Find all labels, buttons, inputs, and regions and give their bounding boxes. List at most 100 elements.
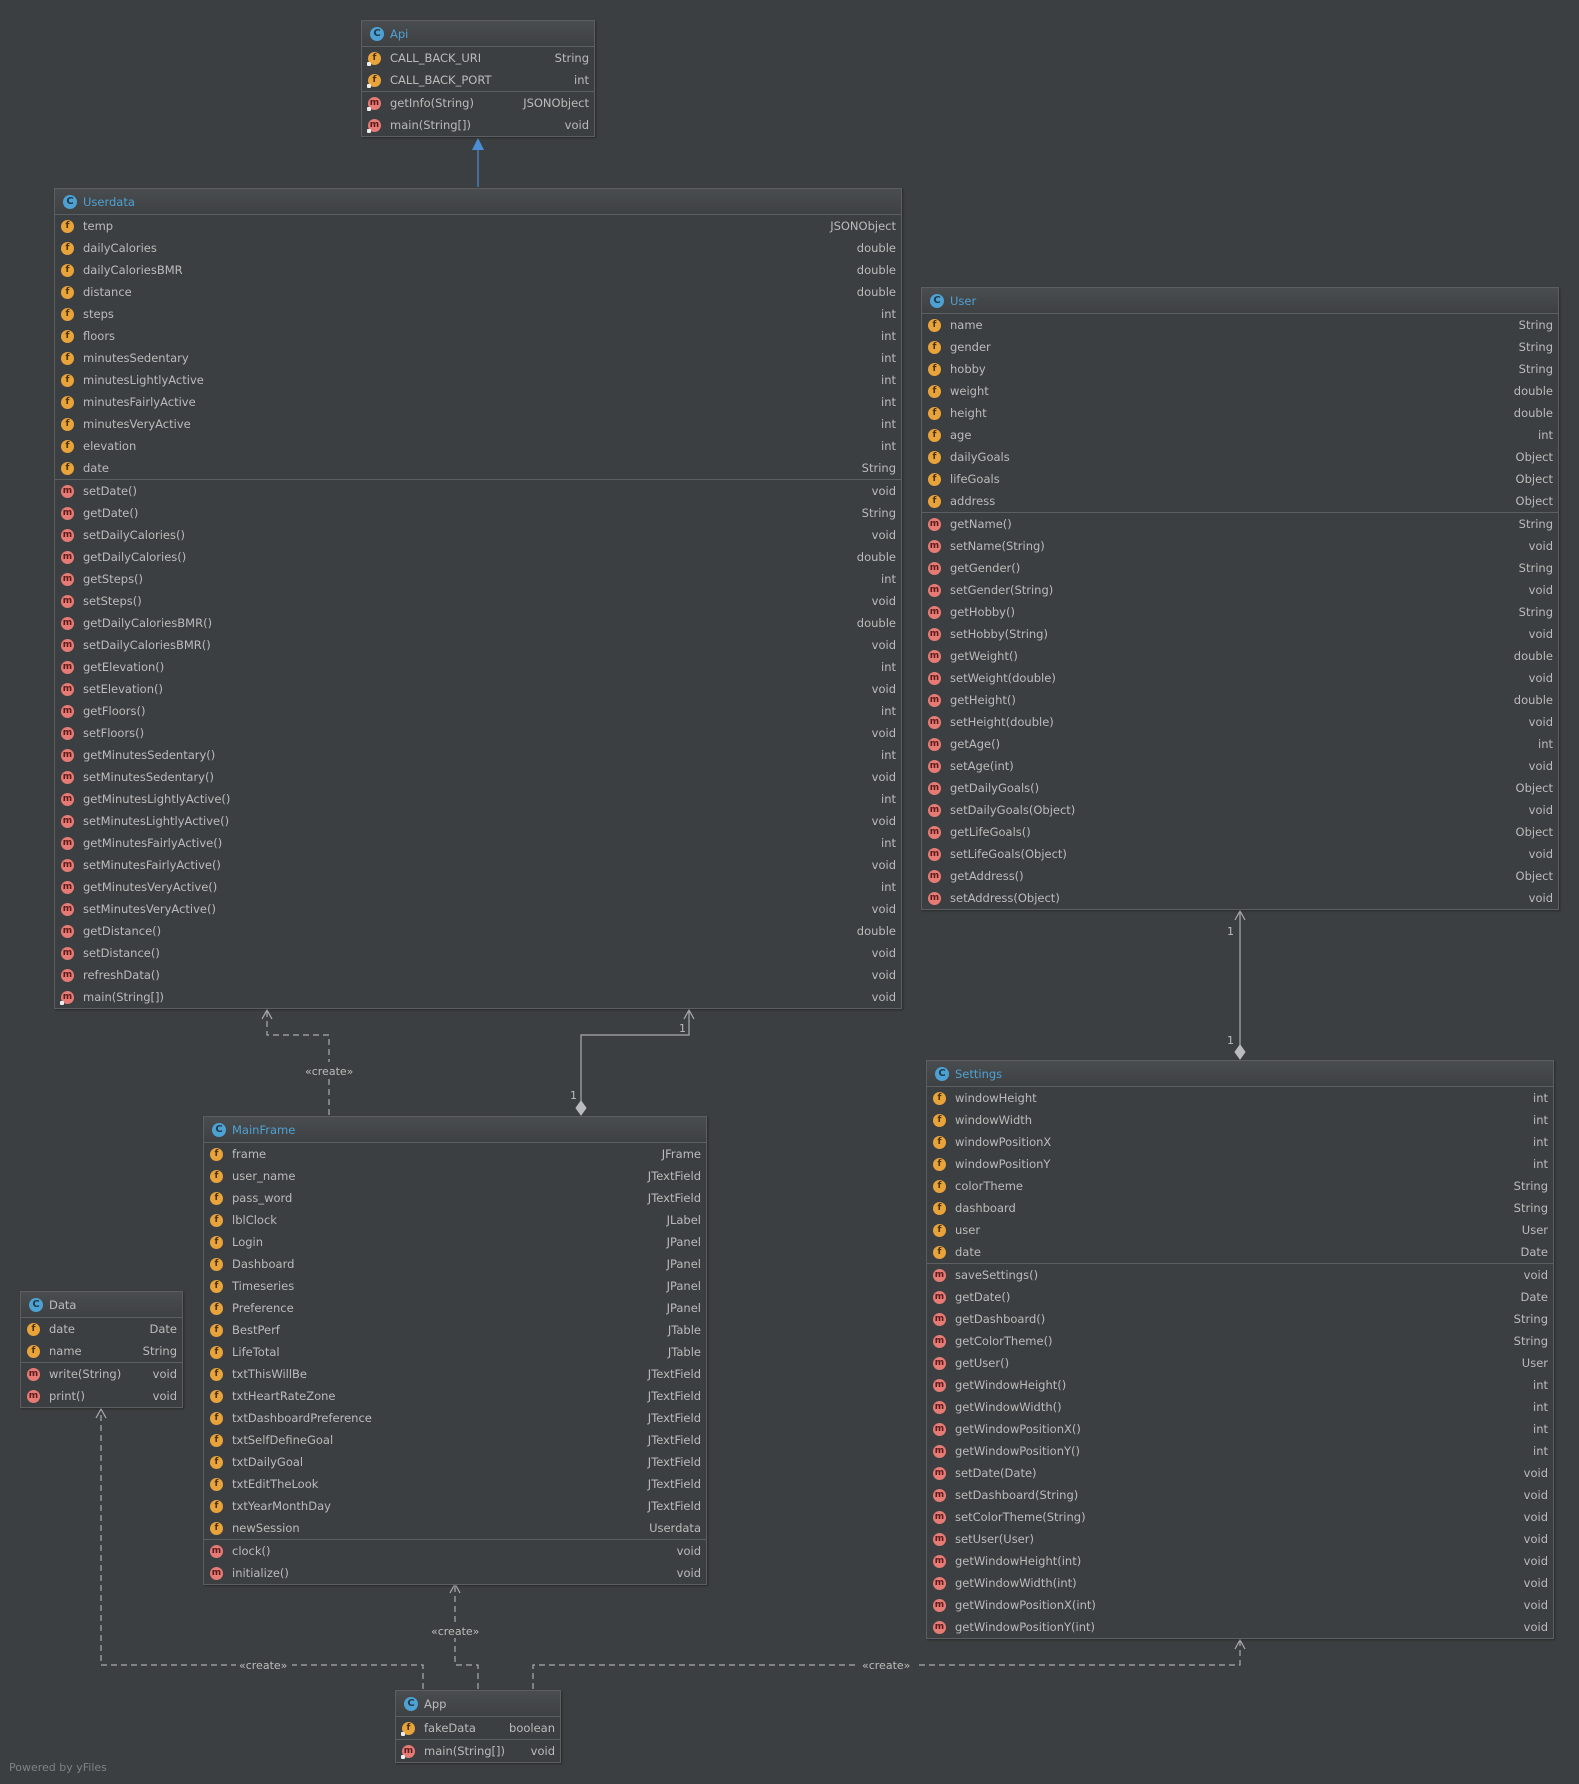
method-row[interactable]: msetDate(Date)void bbox=[927, 1462, 1553, 1484]
method-row[interactable]: mgetLifeGoals()Object bbox=[922, 821, 1558, 843]
method-row[interactable]: mgetHobby()String bbox=[922, 601, 1558, 623]
field-row[interactable]: fdateString bbox=[55, 457, 901, 479]
method-row[interactable]: mgetWindowPositionX()int bbox=[927, 1418, 1553, 1440]
field-row[interactable]: fwindowPositionYint bbox=[927, 1153, 1553, 1175]
method-row[interactable]: mgetWindowHeight(int)void bbox=[927, 1550, 1553, 1572]
method-row[interactable]: msetDailyCalories()void bbox=[55, 524, 901, 546]
method-row[interactable]: msetMinutesLightlyActive()void bbox=[55, 810, 901, 832]
field-row[interactable]: fBestPerfJTable bbox=[204, 1319, 706, 1341]
field-row[interactable]: fdailyGoalsObject bbox=[922, 446, 1558, 468]
field-row[interactable]: ftxtDailyGoalJTextField bbox=[204, 1451, 706, 1473]
method-row[interactable]: msetWeight(double)void bbox=[922, 667, 1558, 689]
method-row[interactable]: msetMinutesVeryActive()void bbox=[55, 898, 901, 920]
method-row[interactable]: mgetElevation()int bbox=[55, 656, 901, 678]
field-row[interactable]: ffloorsint bbox=[55, 325, 901, 347]
field-row[interactable]: ftxtSelfDefineGoalJTextField bbox=[204, 1429, 706, 1451]
method-row[interactable]: mgetWeight()double bbox=[922, 645, 1558, 667]
field-row[interactable]: fstepsint bbox=[55, 303, 901, 325]
method-row[interactable]: mgetDistance()double bbox=[55, 920, 901, 942]
method-row[interactable]: mwrite(String)void bbox=[21, 1363, 182, 1385]
class-app[interactable]: CAppffakeDatabooleanmmain(String[])void bbox=[395, 1690, 561, 1763]
method-row[interactable]: msetDashboard(String)void bbox=[927, 1484, 1553, 1506]
field-row[interactable]: flifeGoalsObject bbox=[922, 468, 1558, 490]
field-row[interactable]: fheightdouble bbox=[922, 402, 1558, 424]
method-row[interactable]: msetLifeGoals(Object)void bbox=[922, 843, 1558, 865]
field-row[interactable]: ftxtDashboardPreferenceJTextField bbox=[204, 1407, 706, 1429]
class-data[interactable]: CDatafdateDatefnameStringmwrite(String)v… bbox=[20, 1291, 183, 1408]
class-header[interactable]: CUserdata bbox=[55, 189, 901, 215]
field-row[interactable]: fuserUser bbox=[927, 1219, 1553, 1241]
method-row[interactable]: msetFloors()void bbox=[55, 722, 901, 744]
class-header[interactable]: CMainFrame bbox=[204, 1117, 706, 1143]
field-row[interactable]: fageint bbox=[922, 424, 1558, 446]
method-row[interactable]: msetAge(int)void bbox=[922, 755, 1558, 777]
method-row[interactable]: mgetSteps()int bbox=[55, 568, 901, 590]
field-row[interactable]: fuser_nameJTextField bbox=[204, 1165, 706, 1187]
method-row[interactable]: msetName(String)void bbox=[922, 535, 1558, 557]
method-row[interactable]: mgetGender()String bbox=[922, 557, 1558, 579]
method-row[interactable]: mgetMinutesSedentary()int bbox=[55, 744, 901, 766]
field-row[interactable]: fDashboardJPanel bbox=[204, 1253, 706, 1275]
field-row[interactable]: felevationint bbox=[55, 435, 901, 457]
method-row[interactable]: mgetAddress()Object bbox=[922, 865, 1558, 887]
method-row[interactable]: msetElevation()void bbox=[55, 678, 901, 700]
method-row[interactable]: mgetInfo(String)JSONObject bbox=[362, 92, 594, 114]
method-row[interactable]: mgetWindowPositionY(int)void bbox=[927, 1616, 1553, 1638]
method-row[interactable]: mgetWindowPositionY()int bbox=[927, 1440, 1553, 1462]
method-row[interactable]: mgetMinutesLightlyActive()int bbox=[55, 788, 901, 810]
method-row[interactable]: mmain(String[])void bbox=[396, 1740, 560, 1762]
field-row[interactable]: fnewSessionUserdata bbox=[204, 1517, 706, 1539]
method-row[interactable]: minitialize()void bbox=[204, 1562, 706, 1584]
field-row[interactable]: fdistancedouble bbox=[55, 281, 901, 303]
field-row[interactable]: fdailyCaloriesdouble bbox=[55, 237, 901, 259]
field-row[interactable]: ftxtHeartRateZoneJTextField bbox=[204, 1385, 706, 1407]
field-row[interactable]: fLoginJPanel bbox=[204, 1231, 706, 1253]
method-row[interactable]: mgetWindowHeight()int bbox=[927, 1374, 1553, 1396]
field-row[interactable]: fwindowPositionXint bbox=[927, 1131, 1553, 1153]
method-row[interactable]: msetDate()void bbox=[55, 480, 901, 502]
class-settings[interactable]: CSettingsfwindowHeightintfwindowWidthint… bbox=[926, 1060, 1554, 1639]
field-row[interactable]: faddressObject bbox=[922, 490, 1558, 512]
field-row[interactable]: ffakeDataboolean bbox=[396, 1717, 560, 1739]
method-row[interactable]: msetMinutesFairlyActive()void bbox=[55, 854, 901, 876]
class-mainframe[interactable]: CMainFramefframeJFramefuser_nameJTextFie… bbox=[203, 1116, 707, 1585]
method-row[interactable]: mprint()void bbox=[21, 1385, 182, 1407]
field-row[interactable]: fgenderString bbox=[922, 336, 1558, 358]
field-row[interactable]: flblClockJLabel bbox=[204, 1209, 706, 1231]
method-row[interactable]: mgetDashboard()String bbox=[927, 1308, 1553, 1330]
method-row[interactable]: mgetDate()String bbox=[55, 502, 901, 524]
class-header[interactable]: CUser bbox=[922, 288, 1558, 314]
method-row[interactable]: msetColorTheme(String)void bbox=[927, 1506, 1553, 1528]
field-row[interactable]: fframeJFrame bbox=[204, 1143, 706, 1165]
method-row[interactable]: msetGender(String)void bbox=[922, 579, 1558, 601]
field-row[interactable]: fwindowWidthint bbox=[927, 1109, 1553, 1131]
method-row[interactable]: mgetName()String bbox=[922, 513, 1558, 535]
method-row[interactable]: msetDailyCaloriesBMR()void bbox=[55, 634, 901, 656]
field-row[interactable]: fTimeseriesJPanel bbox=[204, 1275, 706, 1297]
field-row[interactable]: fLifeTotalJTable bbox=[204, 1341, 706, 1363]
field-row[interactable]: fdateDate bbox=[927, 1241, 1553, 1263]
class-header[interactable]: CSettings bbox=[927, 1061, 1553, 1087]
method-row[interactable]: msetUser(User)void bbox=[927, 1528, 1553, 1550]
field-row[interactable]: fnameString bbox=[21, 1340, 182, 1362]
method-row[interactable]: msetDailyGoals(Object)void bbox=[922, 799, 1558, 821]
field-row[interactable]: fminutesLightlyActiveint bbox=[55, 369, 901, 391]
field-row[interactable]: fminutesSedentaryint bbox=[55, 347, 901, 369]
method-row[interactable]: mgetMinutesFairlyActive()int bbox=[55, 832, 901, 854]
method-row[interactable]: mgetWindowWidth()int bbox=[927, 1396, 1553, 1418]
method-row[interactable]: msetAddress(Object)void bbox=[922, 887, 1558, 909]
method-row[interactable]: msaveSettings()void bbox=[927, 1264, 1553, 1286]
field-row[interactable]: ftxtYearMonthDayJTextField bbox=[204, 1495, 706, 1517]
field-row[interactable]: fnameString bbox=[922, 314, 1558, 336]
field-row[interactable]: fdailyCaloriesBMRdouble bbox=[55, 259, 901, 281]
method-row[interactable]: mclock()void bbox=[204, 1540, 706, 1562]
method-row[interactable]: mmain(String[])void bbox=[362, 114, 594, 136]
method-row[interactable]: mgetHeight()double bbox=[922, 689, 1558, 711]
method-row[interactable]: mgetWindowPositionX(int)void bbox=[927, 1594, 1553, 1616]
method-row[interactable]: mgetAge()int bbox=[922, 733, 1558, 755]
field-row[interactable]: ftxtThisWillBeJTextField bbox=[204, 1363, 706, 1385]
field-row[interactable]: fwindowHeightint bbox=[927, 1087, 1553, 1109]
class-header[interactable]: CApp bbox=[396, 1691, 560, 1717]
field-row[interactable]: fminutesVeryActiveint bbox=[55, 413, 901, 435]
class-userdata[interactable]: CUserdataftempJSONObjectfdailyCaloriesdo… bbox=[54, 188, 902, 1009]
